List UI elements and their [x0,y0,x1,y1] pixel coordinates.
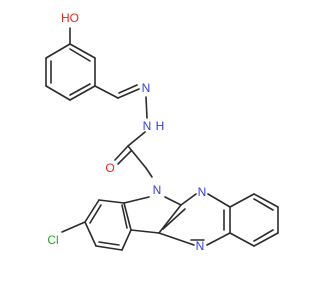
amide-nitrogen-label: N [143,119,152,133]
imine-nitrogen-label: N [142,81,151,95]
pyrazine-nitrogen-bottom-label: N [196,239,205,253]
amide-hydrogen-label: H [156,119,165,133]
indole-nitrogen-label: N [153,183,162,197]
molecule-structure: HO N N H O N N N Cl [45,11,279,253]
atom-labels: HO N N H O N N N Cl [47,11,206,253]
chlorine-label: Cl [47,233,58,247]
carbonyl-oxygen-label: O [105,161,114,175]
pyrazine-nitrogen-top-label: N [198,185,207,199]
bond-layer [45,27,279,251]
hydroxyl-label: HO [61,11,79,25]
